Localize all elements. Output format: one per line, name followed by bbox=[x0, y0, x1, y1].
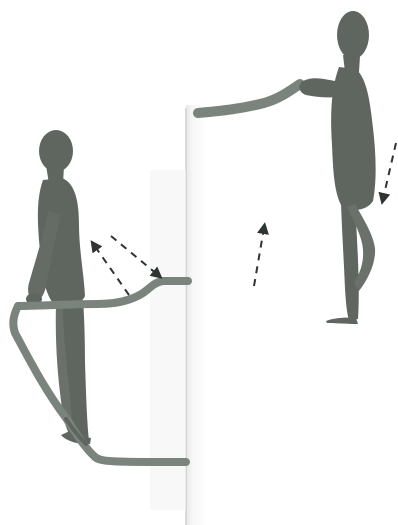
right-arm bbox=[299, 78, 338, 97]
right-down-arrow bbox=[383, 143, 396, 199]
right-foot bbox=[326, 318, 358, 324]
right-head bbox=[337, 11, 369, 59]
left-figure bbox=[26, 130, 91, 444]
upper-band-segment bbox=[198, 84, 300, 113]
right-figure bbox=[299, 11, 375, 324]
center-up-arrow bbox=[254, 228, 264, 286]
right-band bbox=[198, 84, 300, 113]
left-up-arrow bbox=[94, 245, 129, 295]
right-torso bbox=[331, 67, 376, 210]
